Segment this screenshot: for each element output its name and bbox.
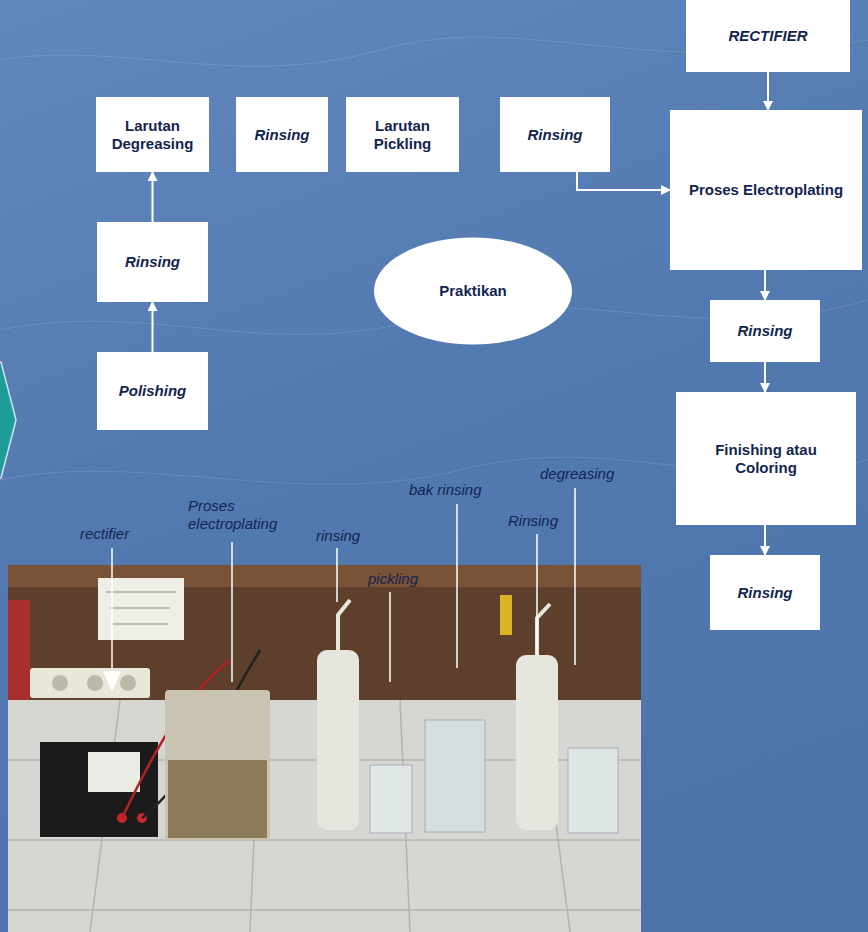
flow-arrow [764, 270, 766, 300]
node-text: RECTIFIER [728, 27, 807, 45]
node-text: Rinsing [738, 322, 793, 340]
tank-solution [168, 760, 267, 838]
node-text: Larutan Pickling [354, 117, 451, 153]
process-box: Rinsing [236, 97, 328, 172]
process-box: Rinsing [710, 300, 820, 362]
photo-wash-bottle [317, 650, 359, 830]
sign-line [106, 592, 176, 593]
photo-rinse-beaker [425, 720, 485, 832]
process-box: RECTIFIER [686, 0, 850, 72]
photo-label: bak rinsing [409, 481, 509, 499]
leader-line [389, 592, 391, 682]
ellipse-node: Praktikan [373, 237, 573, 345]
flow-arrow [152, 172, 154, 222]
photo-socket-strip [30, 668, 150, 698]
sign-line [110, 608, 170, 609]
photo-wash-bottle [516, 655, 558, 830]
process-box: Larutan Pickling [346, 97, 459, 172]
photo-sign-lines [106, 592, 176, 624]
photo-sign [98, 578, 184, 640]
node-text: Praktikan [439, 282, 507, 300]
leader-lines [104, 488, 575, 690]
socket [87, 675, 103, 691]
flow-arrow [764, 362, 766, 392]
bottle-nozzle [537, 604, 550, 655]
photo-plating-tank [165, 690, 270, 840]
chevron-tab [0, 362, 16, 478]
photo-rectifier [40, 742, 158, 837]
leader-line [574, 488, 576, 665]
node-text: Larutan Degreasing [104, 117, 201, 153]
photo-label: degreasing [540, 465, 640, 483]
photo-label: Rinsing [508, 512, 578, 530]
process-box: Rinsing [500, 97, 610, 172]
node-text: Proses Electroplating [689, 181, 843, 199]
node-text: Rinsing [125, 253, 180, 271]
leader-line [111, 548, 113, 680]
node-text: Rinsing [528, 126, 583, 144]
photo-label: Proses electroplating [188, 497, 298, 533]
node-text: Polishing [119, 382, 187, 400]
leader-arrowhead [104, 672, 120, 690]
process-box: Polishing [97, 352, 208, 430]
socket [120, 675, 136, 691]
sign-line [112, 624, 168, 625]
leader-line [231, 542, 233, 682]
photo-yellow-valve [500, 595, 512, 635]
bottle-nozzle [338, 600, 350, 650]
photo-red-box [8, 600, 30, 700]
rectifier-meter [88, 752, 140, 792]
process-box: Proses Electroplating [670, 110, 862, 270]
process-box: Rinsing [97, 222, 208, 302]
tile-line [8, 839, 641, 841]
photo-pickling-beaker [370, 765, 412, 833]
process-box: Larutan Degreasing [96, 97, 209, 172]
photo-degreasing-beaker [568, 748, 618, 833]
photo-label: pickling [368, 570, 448, 588]
socket [52, 675, 68, 691]
node-text: Finishing atau Coloring [684, 441, 848, 477]
flow-arrow [577, 172, 670, 190]
node-text: Rinsing [255, 126, 310, 144]
ellipse-shape [374, 238, 572, 345]
leader-line [456, 504, 458, 668]
leader-line [536, 534, 538, 655]
process-box: Rinsing [710, 555, 820, 630]
tile-line [8, 909, 641, 911]
flow-arrow [767, 72, 769, 110]
photo-wall [8, 565, 641, 932]
photo-label: rectifier [80, 525, 160, 543]
leader-line [336, 548, 338, 602]
node-text: Rinsing [738, 584, 793, 602]
process-box: Finishing atau Coloring [676, 392, 856, 525]
photo-label: rinsing [316, 527, 386, 545]
flow-arrow [764, 525, 766, 555]
flow-arrow [152, 302, 154, 352]
